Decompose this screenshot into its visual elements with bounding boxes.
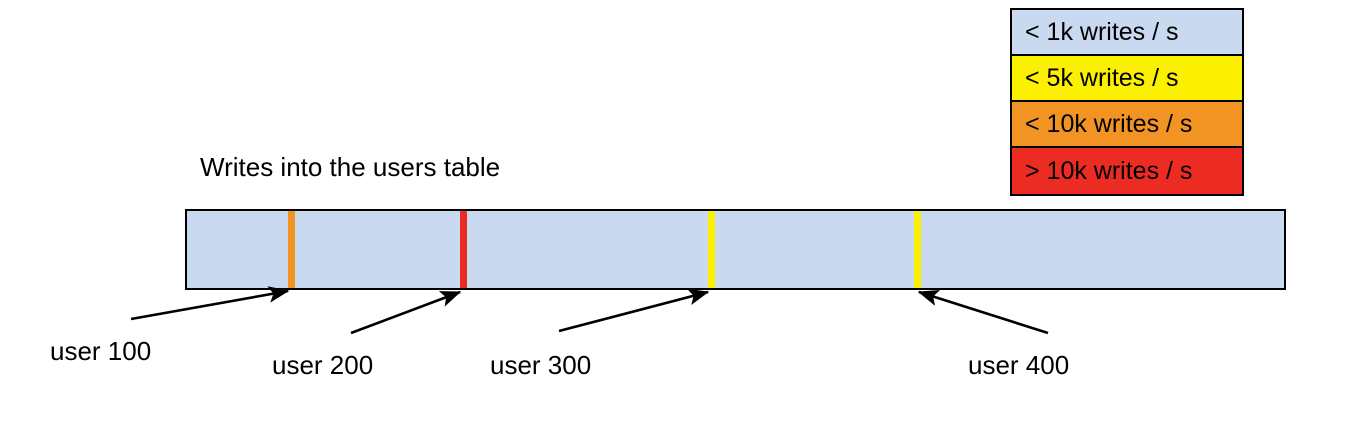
arrow-user-200 [350, 290, 462, 335]
chart-title: Writes into the users table [200, 152, 501, 182]
arrow-user-400 [917, 289, 1049, 335]
legend-label-lt-1k: < 1k writes / s [1025, 17, 1179, 46]
callout-label-user-100: user 100 [50, 336, 152, 366]
legend-label-lt-10k: < 10k writes / s [1025, 109, 1193, 138]
stripe-user-200 [460, 211, 467, 288]
users-table-key-range-bar [185, 209, 1286, 290]
legend-row-lt-10k: < 10k writes / s [1012, 102, 1242, 148]
write-rate-legend: < 1k writes / s < 5k writes / s < 10k wr… [1010, 8, 1244, 196]
legend-label-lt-5k: < 5k writes / s [1025, 63, 1179, 92]
arrow-user-300 [558, 288, 710, 333]
legend-row-lt-1k: < 1k writes / s [1012, 10, 1242, 56]
callout-label-user-300: user 300 [490, 350, 592, 380]
stripe-user-400 [914, 211, 921, 288]
stripe-user-300 [708, 211, 715, 288]
legend-row-lt-5k: < 5k writes / s [1012, 56, 1242, 102]
stripe-user-100 [288, 211, 295, 288]
callout-label-user-400: user 400 [968, 350, 1070, 380]
legend-label-gt-10k: > 10k writes / s [1025, 156, 1193, 185]
legend-row-gt-10k: > 10k writes / s [1012, 148, 1242, 194]
arrow-user-100 [130, 286, 290, 321]
callout-label-user-200: user 200 [272, 350, 374, 380]
